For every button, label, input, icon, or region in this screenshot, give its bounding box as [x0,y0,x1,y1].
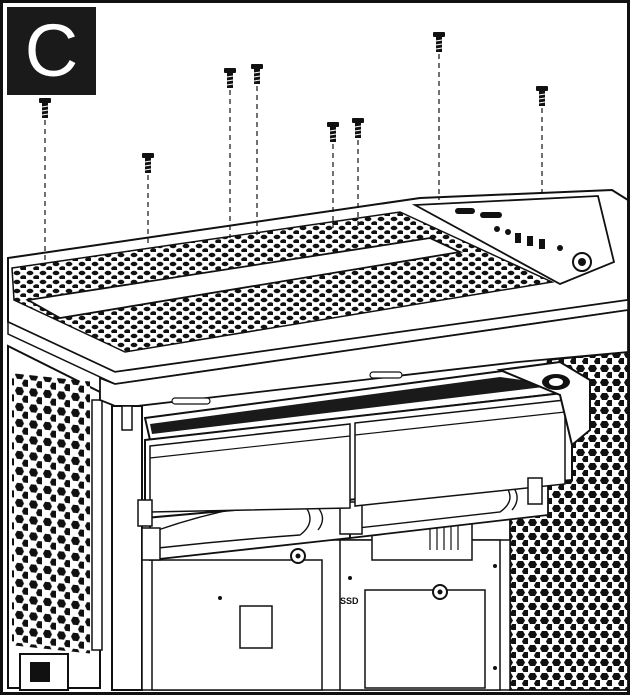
motherboard-tray [19,519,511,691]
screw-icon [39,98,51,118]
screw-icon [433,32,445,52]
screw-icon [224,68,236,88]
screw-icon [327,122,339,142]
radiator [137,360,591,527]
case-top-panel [7,188,629,385]
io-ports [455,208,592,272]
front-io-panel [411,195,616,285]
ssd-label: SSD [340,596,359,606]
step-label: C [7,7,96,95]
standoff-icon [290,548,448,600]
screw-icon [142,153,154,173]
case-frame [99,308,629,691]
screw-icon [352,118,364,138]
left-mesh-panel [7,344,103,689]
screw-icon [536,86,548,106]
screws [39,32,548,262]
screw-icon [251,64,263,84]
